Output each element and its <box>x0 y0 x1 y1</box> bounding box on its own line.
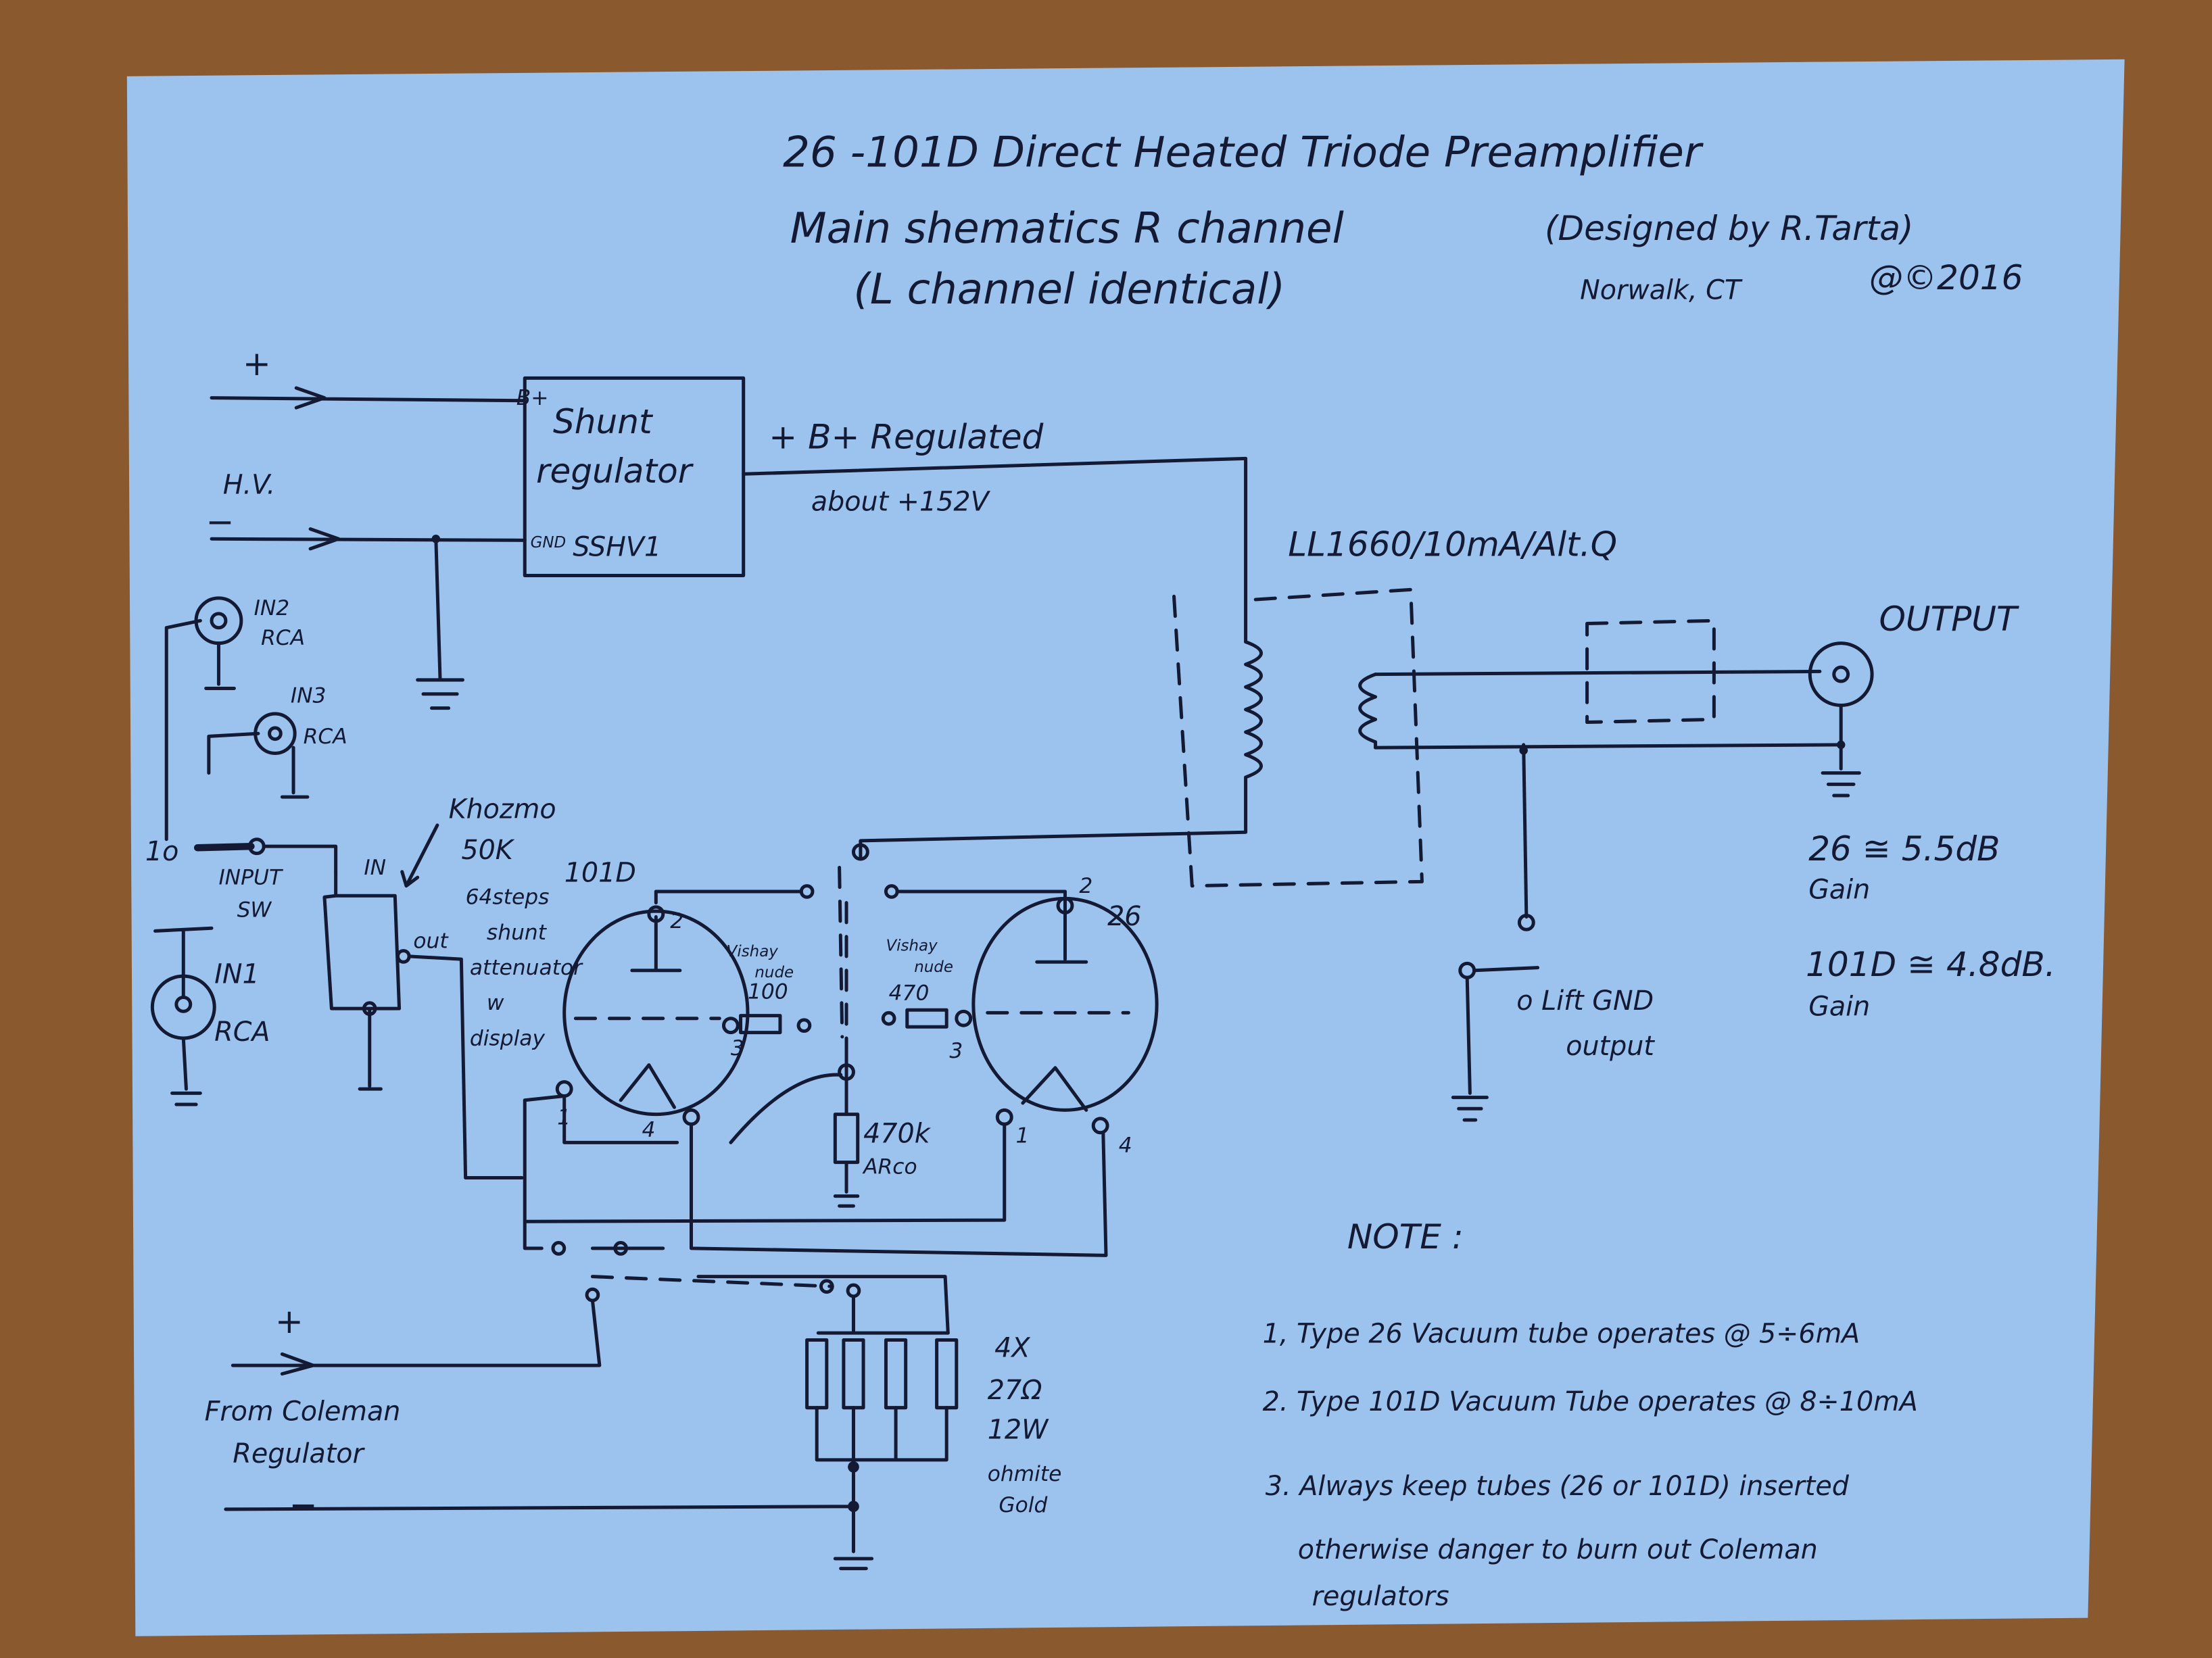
pin-label: 4 <box>642 1118 655 1142</box>
resistor-note: nude <box>754 964 794 981</box>
title-line1: 26 -101D Direct Heated Triode Preamplifi… <box>783 127 1704 176</box>
lift-gnd-label: o Lift GND <box>1516 985 1654 1017</box>
resistor-note: nude <box>914 958 953 976</box>
pin-label: 4 <box>1119 1133 1132 1158</box>
notes-heading: NOTE : <box>1347 1217 1464 1257</box>
pin-label: 2 <box>670 909 683 933</box>
resistor-note: Vishay <box>727 943 779 960</box>
filament-source1: From Coleman <box>205 1396 401 1427</box>
note-item: 1, Type 26 Vacuum tube operates @ 5÷6mA <box>1263 1319 1860 1350</box>
output-label: OUTPUT <box>1879 600 2020 639</box>
filament-minus: − <box>289 1485 318 1524</box>
in2-label: IN2 <box>254 596 290 620</box>
in3-label: IN3 <box>291 683 327 708</box>
in3-type: RCA <box>304 725 347 749</box>
shunt-regulator-box <box>523 376 746 578</box>
attenuator-out: out <box>413 929 449 953</box>
grid-leak-brand: ARco <box>862 1154 917 1179</box>
pin-label: 3 <box>731 1036 744 1060</box>
location: Norwalk, CT <box>1580 275 1743 306</box>
gain-101d-label: Gain <box>1808 992 1870 1023</box>
designer: (Designed by R.Tarta) <box>1545 209 1913 248</box>
grid-resistor-right <box>905 1008 948 1029</box>
attenuator-line: attenuator <box>470 956 583 980</box>
pin-label: 1 <box>1015 1123 1029 1148</box>
notes: NOTE : 1, Type 26 Vacuum tube operates @… <box>1263 1217 1918 1612</box>
copyright: @©2016 <box>1869 258 2023 297</box>
tube-selector-switch: 470k ARco <box>729 865 932 1208</box>
tube-left-name: 101D <box>564 857 636 888</box>
reg-bplus: B+ <box>516 386 549 410</box>
in2-type: RCA <box>261 626 305 650</box>
output-transformer: LL1660/10mA/Alt.Q OUTPUT 26 ≅ 5.5dB Gain… <box>851 525 2056 1122</box>
filament-plus: + <box>275 1302 304 1341</box>
resistor-value: 100 <box>748 980 788 1004</box>
tube-101d: 101D 2 Vishay nude 100 3 1 4 <box>555 857 815 1142</box>
gain-26-label: Gain <box>1808 874 1870 905</box>
grid-resistor-left <box>739 1014 782 1035</box>
attenuator-in: IN <box>364 856 386 880</box>
gain-101d: 101D ≅ 4.8dB. <box>1806 945 2056 984</box>
in1-type: RCA <box>214 1017 270 1048</box>
hv-supply: + H.V. − B+ Shunt regulator GND SSHV1 + … <box>206 344 1248 710</box>
resistor-value: 27Ω <box>988 1375 1042 1406</box>
tube-right-name: 26 <box>1107 901 1141 932</box>
reg-name1: Shunt <box>553 402 654 441</box>
reg-model: SSHV1 <box>573 531 661 562</box>
note-item: regulators <box>1312 1581 1449 1612</box>
paper-sheet <box>126 59 2125 1636</box>
hv-label: H.V. <box>223 469 276 500</box>
hv-plus-label: + <box>243 344 271 383</box>
resistor-value: 470 <box>889 981 930 1006</box>
note-item: 3. Always keep tubes (26 or 101D) insert… <box>1266 1471 1850 1502</box>
reg-gnd: GND <box>531 534 567 552</box>
switch-position: 1o <box>145 836 178 867</box>
filament-source2: Regulator <box>233 1438 365 1469</box>
input-switch-label2: SW <box>237 898 272 923</box>
gain-26: 26 ≅ 5.5dB <box>1808 829 2000 869</box>
voltage-label: about +152V <box>811 487 991 518</box>
attenuator-line: Khozmo <box>449 794 556 825</box>
lift-gnd-output-label: output <box>1566 1031 1655 1062</box>
grid-leak-value: 470k <box>863 1118 932 1149</box>
title-block: 26 -101D Direct Heated Triode Preamplifi… <box>783 127 2023 313</box>
attenuator-line: 64steps <box>466 885 550 910</box>
in1-label: IN1 <box>214 959 260 990</box>
note-item: 2. Type 101D Vacuum Tube operates @ 8÷10… <box>1263 1386 1918 1417</box>
resistor-wattage: 12W <box>988 1415 1049 1446</box>
pin-label: 3 <box>949 1039 963 1063</box>
resistor-note: Vishay <box>886 937 938 955</box>
title-line2: Main shematics R channel <box>790 203 1345 253</box>
attenuator-line: w <box>487 991 504 1015</box>
b-regulated-label: + B+ Regulated <box>769 418 1044 457</box>
input-section: IN2 RCA IN3 RCA 1o INPUT SW IN1 RCA <box>145 596 347 1106</box>
reg-name2: regulator <box>536 452 694 491</box>
resistor-count: 4X <box>994 1333 1030 1364</box>
pin-label: 2 <box>1079 874 1092 898</box>
resistor-brand: ohmite <box>988 1462 1062 1486</box>
attenuator-line: shunt <box>487 921 548 945</box>
filament-circuit: 4X 27Ω 12W ohmite Gold + From Coleman Re… <box>205 1094 1108 1571</box>
attenuator-line: 50K <box>461 835 514 866</box>
note-item: otherwise danger to burn out Coleman <box>1298 1534 1818 1565</box>
grid-leak-resistor <box>833 1113 860 1165</box>
attenuator: IN out Khozmo 50K 64steps shunt attenuat… <box>322 794 583 1180</box>
title-line3: (L channel identical) <box>853 264 1285 314</box>
hv-minus-label: − <box>206 502 235 541</box>
attenuator-line: display <box>470 1026 546 1050</box>
resistor-series: Gold <box>999 1493 1047 1517</box>
input-switch-label1: INPUT <box>218 866 283 890</box>
transformer-label: LL1660/10mA/Alt.Q <box>1288 525 1617 564</box>
